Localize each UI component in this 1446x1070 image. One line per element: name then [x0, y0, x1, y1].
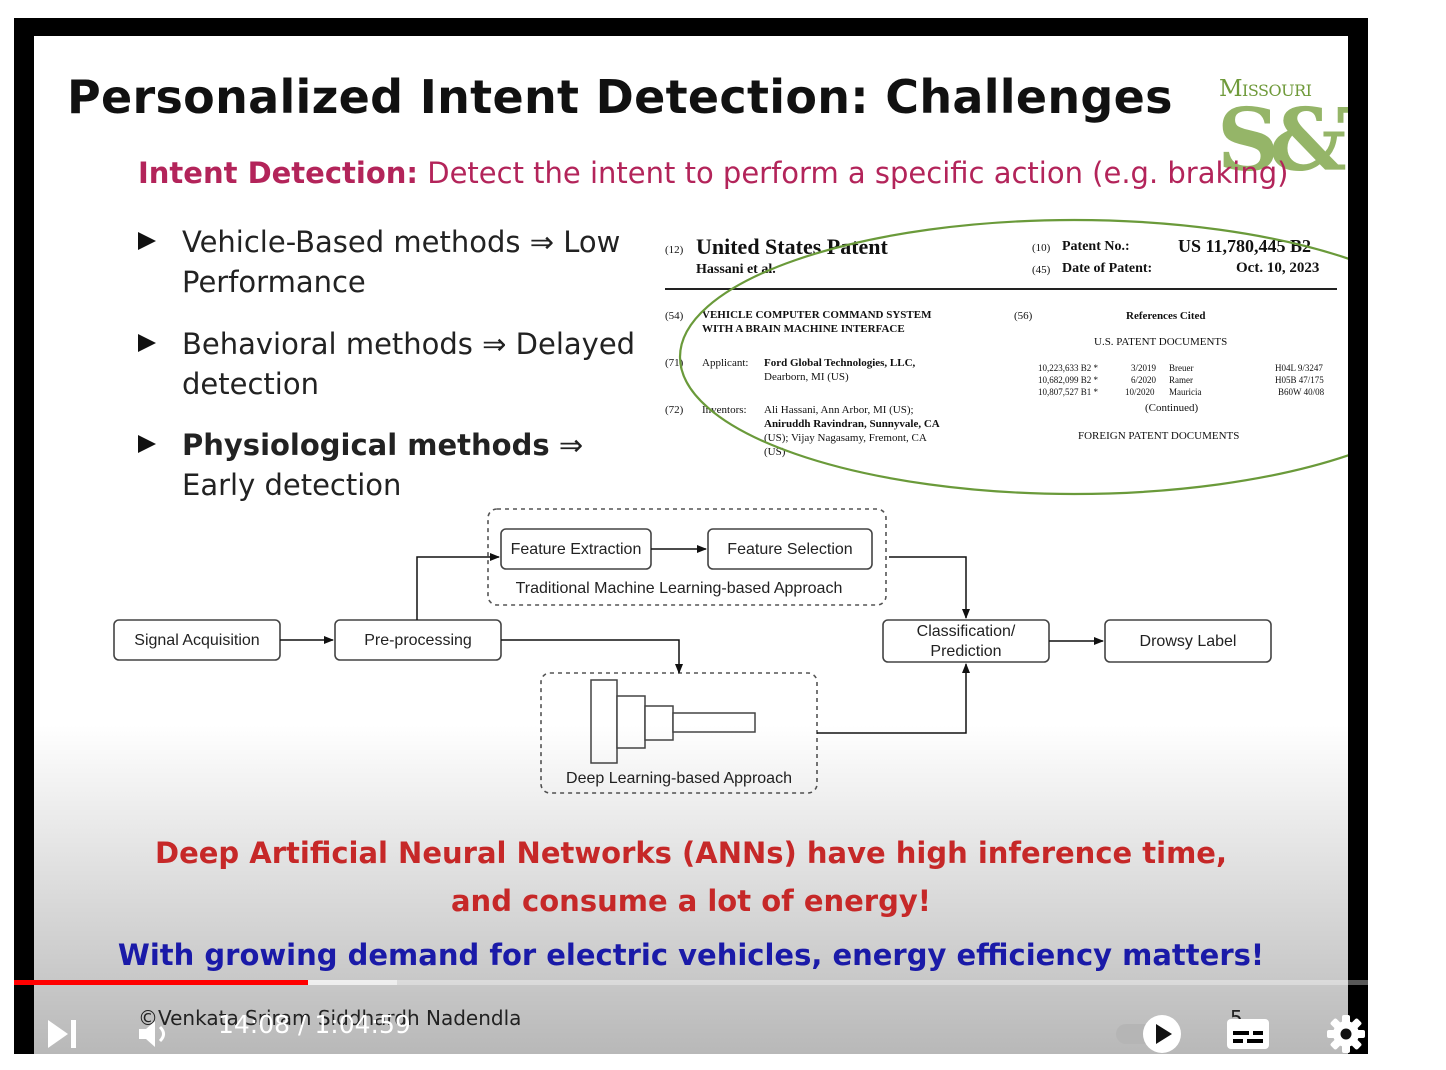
bullet-marker-icon: [138, 232, 156, 250]
arrow-preprocess-to-features: [416, 553, 500, 620]
patent-ref-date: 3/2019: [1131, 363, 1157, 373]
settings-icon: [1327, 1015, 1365, 1053]
next-icon: [48, 1020, 76, 1048]
traditional-ml-group: [487, 508, 887, 606]
logo-text-st: S&T: [1217, 90, 1348, 191]
pre-processing-label: Pre-processing: [364, 632, 472, 649]
patent-n12: (12): [665, 244, 684, 256]
logo-text-missouri: Missouri: [1219, 76, 1312, 102]
nn-layer-3: [644, 705, 674, 741]
nn-layer-4: [672, 712, 756, 733]
patent-ref-class: H04L 9/3247: [1275, 363, 1323, 373]
volume-icon: [139, 1021, 165, 1047]
subtitles-icon: [1227, 1019, 1269, 1049]
time-separator: /: [290, 1010, 315, 1039]
duration: 1:04:59: [314, 1010, 411, 1039]
patent-applicant: Ford Global Technologies, LLC,: [764, 357, 916, 369]
patent-n56: (56): [1014, 310, 1033, 322]
patent-ref-name: Mauricia: [1169, 387, 1202, 397]
patent-us-docs: U.S. PATENT DOCUMENTS: [1094, 336, 1228, 348]
patent-ref-number: 10,807,527 B1 *: [1038, 387, 1099, 397]
patent-n71: (71): [665, 357, 684, 369]
slide-title: Personalized Intent Detection: Challenge…: [67, 70, 1173, 124]
bullet-marker-icon: [138, 435, 156, 453]
deep-approach-label: Deep Learning-based Approach: [566, 770, 792, 787]
bullet-bold: Physiological methods: [182, 428, 550, 462]
patent-applicant-label: Applicant:: [702, 357, 749, 369]
nn-layer-1: [590, 679, 618, 764]
time-display: 14:08 / 1:04:59: [218, 1010, 411, 1039]
current-time: 14:08: [218, 1010, 291, 1039]
progress-bar[interactable]: [14, 980, 1368, 985]
patent-excerpt: (12) United States Patent Hassani et al.…: [662, 224, 1338, 479]
classification-label-line1: Classification/: [917, 623, 1016, 640]
arrow-selection-to-classification: [889, 556, 970, 619]
classification-label-line2: Prediction: [930, 643, 1001, 660]
signal-acquisition-label: Signal Acquisition: [134, 632, 259, 649]
autoplay-toggle-icon: [1116, 1015, 1181, 1053]
patent-ref-class: B60W 40/08: [1278, 387, 1325, 397]
patent-n10: (10): [1032, 242, 1051, 254]
feature-extraction-label: Feature Extraction: [511, 541, 642, 558]
bullet-rest: ⇒ Early detection: [182, 428, 584, 502]
patent-n45: (45): [1032, 264, 1051, 276]
volume-button[interactable]: [136, 1016, 172, 1052]
feature-selection-box: [707, 528, 873, 570]
patent-ref-number: 10,682,099 B2 *: [1038, 375, 1099, 385]
bullet-text: Behavioral methods ⇒ Delayed detection: [182, 327, 636, 401]
patent-type: United States Patent: [696, 234, 888, 259]
traditional-approach-label: Traditional Machine Learning-based Appro…: [516, 580, 843, 597]
bullet-marker-icon: [138, 334, 156, 352]
missouri-st-logo: Missouri S&T: [1217, 76, 1348, 191]
arrow-preprocess-to-deep: [501, 639, 683, 674]
patent-divider: [665, 288, 1337, 290]
patent-ref-class: H05B 47/175: [1275, 375, 1324, 385]
patent-title-line1: VEHICLE COMPUTER COMMAND SYSTEM: [702, 309, 932, 321]
ann-warning-line1: Deep Artificial Neural Networks (ANNs) h…: [155, 836, 1227, 870]
intent-text: Detect the intent to perform a specific …: [427, 156, 1289, 190]
energy-efficiency-note: With growing demand for electric vehicle…: [117, 938, 1265, 972]
bullet-text: Vehicle-Based methods ⇒ Low Performance: [182, 225, 621, 299]
patent-ref-name: Breuer: [1169, 363, 1194, 373]
patent-foreign-docs: FOREIGN PATENT DOCUMENTS: [1078, 430, 1240, 442]
patent-n54: (54): [665, 310, 684, 322]
next-button[interactable]: [44, 1016, 80, 1052]
patent-continued: (Continued): [1145, 402, 1199, 414]
feature-selection-label: Feature Selection: [727, 541, 852, 558]
slide: Personalized Intent Detection: Challenge…: [34, 36, 1348, 1054]
progress-played: [14, 980, 308, 985]
patent-ref-date: 6/2020: [1131, 375, 1157, 385]
patent-inventor-1: Ali Hassani, Ann Arbor, MI (US);: [764, 404, 914, 416]
patent-ref-name: Ramer: [1169, 375, 1193, 385]
drowsy-label-text: Drowsy Label: [1140, 633, 1237, 650]
patent-no-label: Patent No.:: [1062, 239, 1130, 254]
ann-warning-line2: and consume a lot of energy!: [450, 884, 931, 918]
patent-n72: (72): [665, 404, 684, 416]
player-controls: 14:08 / 1:04:59: [14, 1008, 1368, 1054]
intent-definition: Intent Detection: Detect the intent to p…: [138, 156, 1288, 190]
video-player[interactable]: Personalized Intent Detection: Challenge…: [14, 18, 1368, 1054]
patent-inventor-3: (US); Vijay Nagasamy, Fremont, CA: [764, 432, 927, 444]
patent-title-line2: WITH A BRAIN MACHINE INTERFACE: [702, 323, 905, 335]
slide-copyright: ©Venkata Sriram Siddhardh Nadendla: [138, 1006, 522, 1030]
intent-label: Intent Detection:: [138, 156, 419, 190]
drowsy-label-box: [1104, 619, 1272, 663]
settings-button[interactable]: [1324, 1014, 1368, 1054]
patent-applicant-loc: Dearborn, MI (US): [764, 371, 849, 383]
patent-inventor-2: Aniruddh Ravindran, Sunnyvale, CA: [764, 418, 940, 430]
patent-date: Oct. 10, 2023: [1236, 260, 1320, 276]
patent-ref-date: 10/2020: [1125, 387, 1155, 397]
patent-highlight-circle: [679, 218, 1348, 496]
drowsiness-pipeline-diagram: Signal Acquisition Pre-processing Featur…: [113, 218, 1348, 794]
patent-date-label: Date of Patent:: [1062, 261, 1153, 276]
bullet-text: Physiological methods ⇒ Early detection: [182, 425, 642, 505]
patent-refs-title: References Cited: [1126, 310, 1206, 322]
patent-inventor-short: Hassani et al.: [696, 262, 776, 277]
subtitles-button[interactable]: [1224, 1014, 1272, 1054]
autoplay-toggle[interactable]: [1114, 1014, 1186, 1054]
nn-layer-2: [616, 695, 646, 749]
patent-number: US 11,780,445 B2: [1178, 236, 1312, 256]
patent-ref-number: 10,223,633 B2 *: [1038, 363, 1099, 373]
arrow-deep-to-classification: [817, 663, 970, 734]
